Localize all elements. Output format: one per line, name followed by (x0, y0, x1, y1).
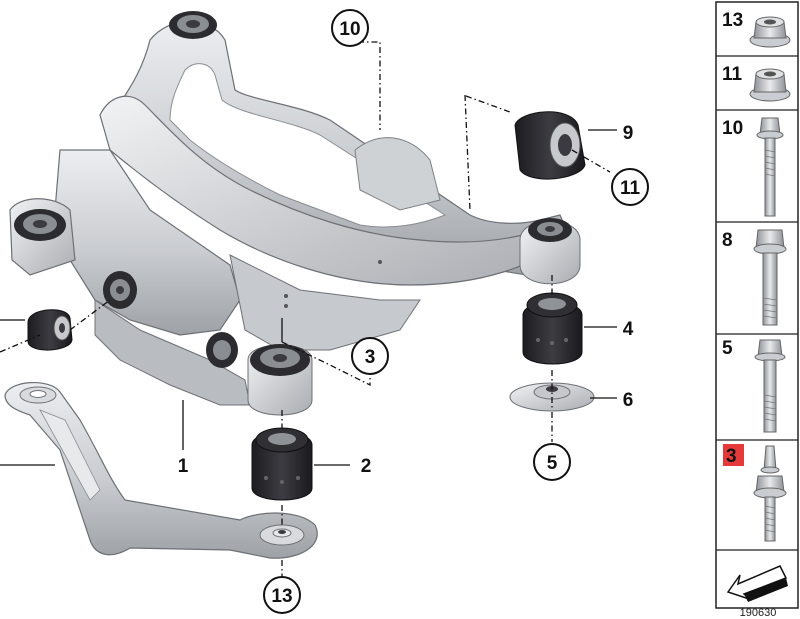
callout-11: 11 (611, 168, 649, 206)
callout-3-label: 3 (365, 347, 376, 368)
callout-13: 13 (263, 576, 301, 614)
callout-3: 3 (351, 337, 389, 375)
parts-panel (715, 1, 799, 609)
frame-bushing-right (519, 218, 581, 285)
drawing-number: 190630 (740, 607, 777, 619)
frame-bushing-rear-left (169, 11, 217, 39)
callout-1-label: 1 (178, 456, 189, 477)
hex-nut-icon (749, 68, 791, 102)
panel-item-3-number: 3 (726, 446, 737, 467)
panel-item-8[interactable]: 8 (722, 229, 787, 326)
stud-bolt-icon (753, 445, 787, 542)
callout-1: 1 (178, 456, 189, 477)
callout-6: 6 (623, 390, 634, 411)
panel-item-3-highlight (723, 444, 744, 466)
panel-item-8-number: 8 (722, 230, 733, 251)
panel-item-10[interactable]: 10 (722, 117, 784, 217)
part-9-bushing (514, 111, 586, 180)
frame-bushing-outer-left (14, 209, 66, 241)
left-small-bushing (27, 309, 73, 351)
callout-5-label: 5 (547, 453, 558, 474)
part-2-bushing (251, 427, 313, 501)
rear-axle-subframe (9, 20, 576, 406)
callout-5: 5 (533, 443, 571, 481)
flange-bolt-icon (754, 339, 786, 433)
front-direction-arrow-icon[interactable] (726, 565, 788, 602)
callout-2-label: 2 (361, 456, 372, 477)
callout-4-label: 4 (623, 319, 634, 340)
callout-9: 9 (623, 123, 634, 144)
panel-item-11[interactable]: 11 (722, 64, 791, 102)
lower-brace (4, 381, 318, 559)
frame-mount-3 (247, 344, 313, 416)
callout-6-label: 6 (623, 390, 634, 411)
panel-item-5-number: 5 (722, 338, 733, 359)
panel-item-13[interactable]: 13 (722, 10, 791, 48)
callout-4: 4 (623, 319, 634, 340)
part-4-bushing (522, 292, 583, 365)
callout-9-label: 9 (623, 123, 634, 144)
callout-11-label: 11 (620, 178, 641, 199)
flange-nut-icon (749, 16, 791, 48)
panel-item-11-number: 11 (722, 64, 743, 85)
panel-item-10-number: 10 (722, 118, 743, 139)
leader-lines (0, 41, 617, 578)
panel-item-3[interactable]: 3 (723, 444, 787, 542)
panel-item-13-number: 13 (722, 10, 743, 31)
bolt-icon (753, 229, 787, 326)
panel-item-5[interactable]: 5 (722, 338, 786, 433)
frame-bushing-front-left (103, 271, 137, 309)
frame-bushing-center (206, 332, 238, 368)
callout-10-label: 10 (339, 19, 360, 40)
callout-13-label: 13 (271, 586, 292, 607)
long-bolt-icon (756, 117, 784, 217)
callout-2: 2 (361, 456, 372, 477)
callout-10: 10 (331, 9, 369, 47)
